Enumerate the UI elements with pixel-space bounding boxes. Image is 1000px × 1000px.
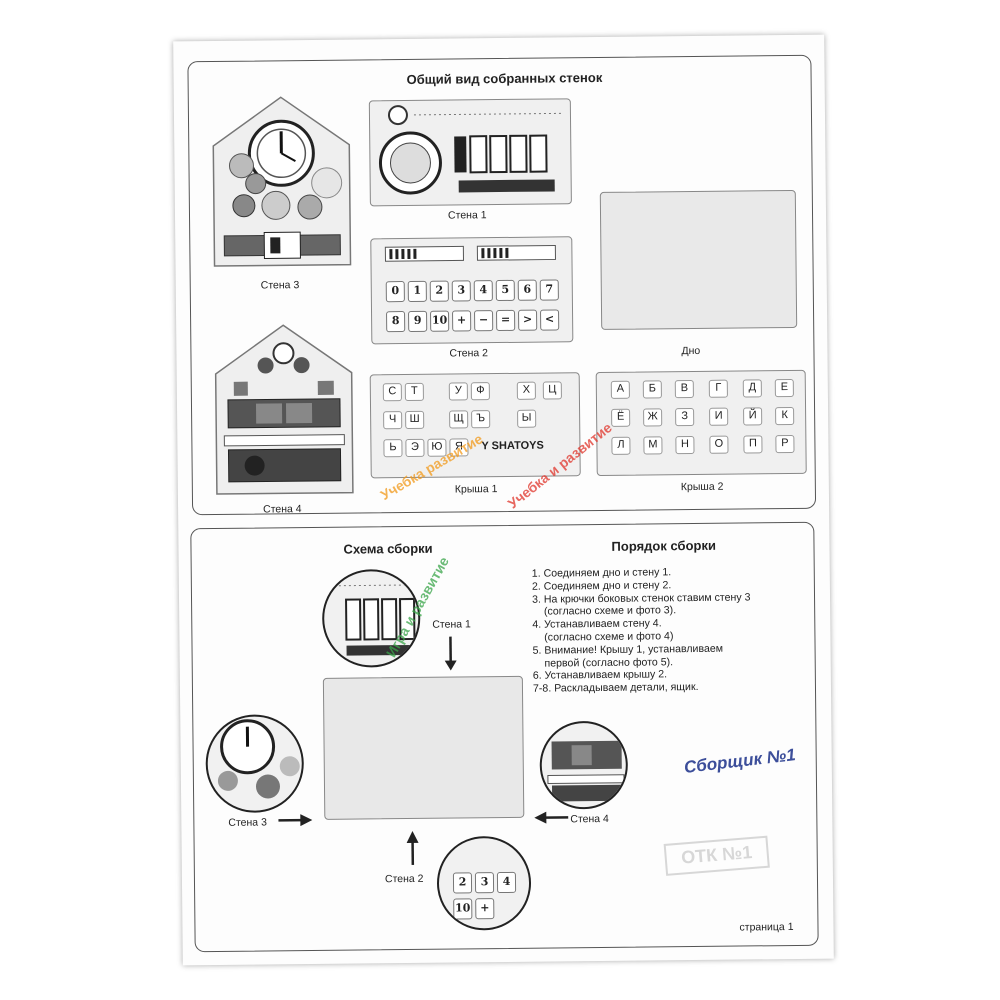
digit-key: 2 xyxy=(452,872,473,894)
arrow-right-icon xyxy=(278,814,313,827)
wall4-photo-circle xyxy=(539,720,629,810)
wall3-image xyxy=(212,96,352,267)
arrow-left-icon xyxy=(534,811,569,824)
letter-tile: Л xyxy=(611,436,631,455)
digit-key: 7 xyxy=(539,279,559,301)
wall4-image xyxy=(214,324,354,495)
wall3-photo-circle xyxy=(205,714,305,814)
letter-tile: Б xyxy=(642,380,662,399)
letter-tile: С xyxy=(382,383,402,402)
digit-key: − xyxy=(474,310,494,332)
letter-tile: В xyxy=(674,380,694,399)
letter-tile: Р xyxy=(775,434,795,454)
assembled-walls-panel: Общий вид собранных стенок Стена 3 xyxy=(187,54,817,516)
digit-key: < xyxy=(540,309,560,331)
wall4-label: Стена 4 xyxy=(263,503,302,516)
letter-tile: Е xyxy=(774,378,794,398)
letter-tile: Щ xyxy=(449,410,469,429)
letter-tile: Н xyxy=(675,435,695,455)
digit-key: 8 xyxy=(386,311,406,333)
wall2-image: 0 1 2 3 4 5 6 7 8 9 10 + − = > < xyxy=(370,236,574,345)
scheme-wall2-label: Стена 2 xyxy=(384,872,424,886)
letter-tile: М xyxy=(643,436,663,455)
digit-key: + xyxy=(475,898,495,920)
digit-key: = xyxy=(496,309,516,332)
wall1-label: Стена 1 xyxy=(447,209,487,222)
page-number: страница 1 xyxy=(739,920,794,934)
digit-key: 5 xyxy=(495,279,515,302)
letter-tile: Т xyxy=(404,382,424,402)
digit-key: 0 xyxy=(385,281,405,303)
digit-key: + xyxy=(452,310,472,332)
scheme-bottom-board xyxy=(322,675,525,820)
scheme-title: Схема сборки xyxy=(343,540,433,557)
arrow-down-icon xyxy=(444,636,457,671)
letter-tile: Ы xyxy=(517,409,537,428)
letter-tile: О xyxy=(709,435,729,454)
letter-tile: Ь xyxy=(383,439,403,458)
digit-key: 6 xyxy=(517,279,537,301)
assembly-steps-list: 1. Соединяем дно и стену 1. 2. Соединяем… xyxy=(532,565,803,696)
wall3-label: Стена 3 xyxy=(260,279,300,292)
digit-key: 10 xyxy=(430,310,450,332)
letter-tile: Д xyxy=(742,379,762,398)
roof1-label: Крыша 1 xyxy=(454,483,498,496)
letter-tile: П xyxy=(743,435,763,454)
letter-tile: Ъ xyxy=(471,410,491,429)
letter-tile: Г xyxy=(708,379,728,398)
assembled-walls-title: Общий вид собранных стенок xyxy=(406,69,603,87)
arrow-up-icon xyxy=(406,830,419,865)
letter-tile: К xyxy=(775,406,795,426)
letter-tile: Ш xyxy=(405,410,425,430)
brand-label: Y SHATOYS xyxy=(481,439,544,453)
digit-key: 9 xyxy=(408,310,428,332)
digit-key: 3 xyxy=(451,280,471,302)
wall2-label: Стена 2 xyxy=(449,347,489,360)
letter-tile: Ц xyxy=(542,381,562,400)
assembly-scheme-panel: Схема сборки Порядок сборки 1. Соединяем… xyxy=(190,521,819,953)
scheme-wall3-label: Стена 3 xyxy=(228,816,267,829)
letter-tile: А xyxy=(610,380,630,399)
scheme-wall1-label: Стена 1 xyxy=(432,618,471,631)
digit-key: 2 xyxy=(429,280,449,302)
letter-tile: У xyxy=(448,382,468,401)
wall1-photo-circle xyxy=(321,568,421,668)
letter-tile: З xyxy=(675,407,695,427)
order-title: Порядок сборки xyxy=(611,537,716,554)
letter-tile: Ч xyxy=(383,411,403,430)
letter-tile: Ё xyxy=(611,408,631,427)
digit-key: 4 xyxy=(473,280,493,302)
letter-tile: Й xyxy=(743,407,763,426)
digit-key: 1 xyxy=(407,280,427,302)
digit-key: 4 xyxy=(496,871,517,894)
letter-tile: Э xyxy=(405,438,425,458)
otk-stamp: ОТК №1 xyxy=(663,835,770,876)
digit-key: > xyxy=(518,309,538,331)
bottom-label: Дно xyxy=(681,344,701,358)
wall1-image xyxy=(368,98,572,207)
roof2-label: Крыша 2 xyxy=(680,480,724,494)
roof2-image: А Б В Г Д Е Ё Ж З И Й К Л М Н О П Р xyxy=(595,369,807,477)
scheme-wall4-label: Стена 4 xyxy=(570,812,609,826)
instruction-sheet: Общий вид собранных стенок Стена 3 xyxy=(173,34,834,966)
wall2-photo-circle: 2 3 4 10 + xyxy=(436,835,532,931)
assembler-stamp: Сборщик №1 xyxy=(682,745,797,777)
digit-key: 3 xyxy=(474,872,495,894)
letter-tile: Ж xyxy=(643,408,663,427)
letter-tile: И xyxy=(709,407,729,426)
step-item: 7-8. Раскладываем детали, ящик. xyxy=(532,681,699,695)
letter-tile: Х xyxy=(516,381,536,400)
digit-key: 10 xyxy=(453,898,473,920)
bottom-image xyxy=(599,189,798,330)
letter-tile: Ф xyxy=(470,382,490,401)
